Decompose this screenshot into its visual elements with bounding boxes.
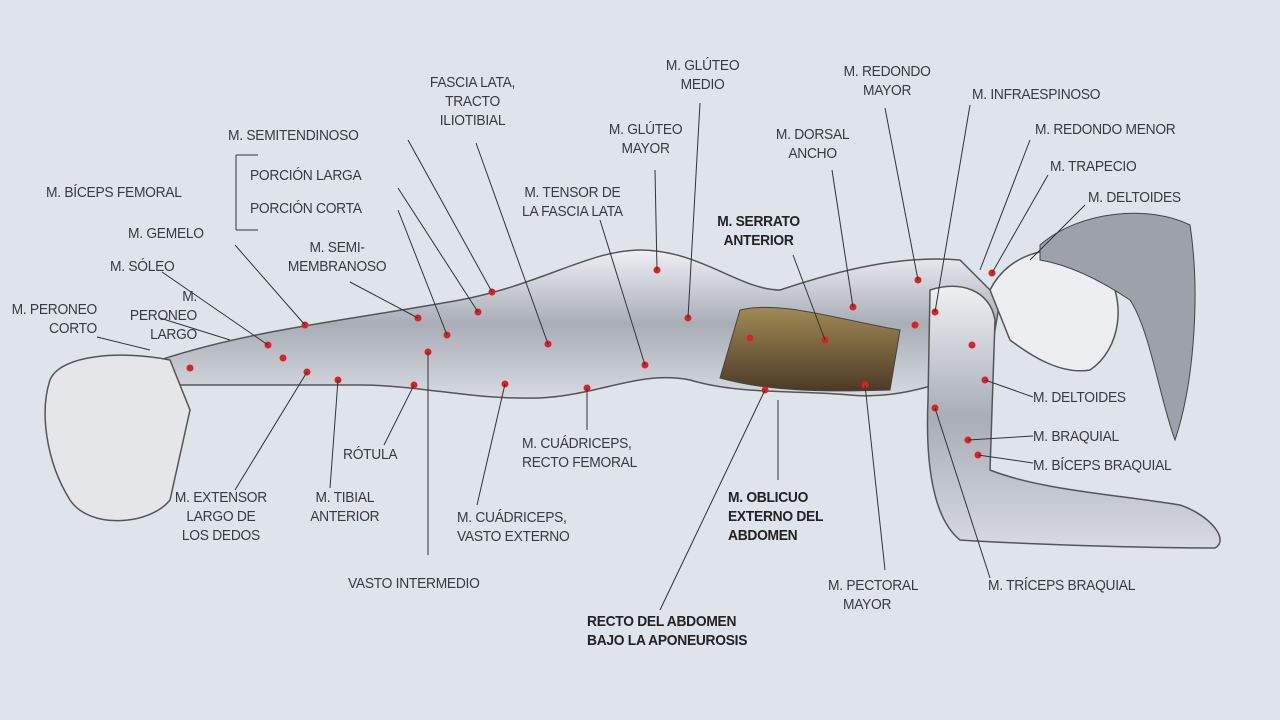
label-line: M. EXTENSOR	[174, 489, 267, 506]
label-line: MEMBRANOSO	[287, 258, 387, 275]
label-line: M. SEMI-	[309, 239, 365, 256]
label-line: ILIOTIBIAL	[439, 112, 506, 129]
label-line: ABDOMEN	[728, 527, 798, 544]
label-line: MEDIO	[680, 76, 725, 93]
label-line: M. REDONDO	[843, 63, 931, 80]
label-biceps-femoral: M. BÍCEPS FEMORAL	[46, 184, 182, 201]
label-redondo-mayor: M. REDONDO MAYOR	[825, 62, 949, 100]
label-line: M. CUÁDRICEPS,	[457, 509, 567, 526]
label-line: M. TENSOR DE	[524, 184, 621, 201]
label-line: CORTO	[49, 320, 97, 337]
label-line: ANTERIOR	[310, 508, 380, 525]
label-extensor-largo-dedos: M. EXTENSOR LARGO DE LOS DEDOS	[168, 488, 274, 545]
label-line: ANTERIOR	[723, 232, 794, 249]
label-line: M. PERONEO	[11, 301, 98, 318]
label-deltoides-side: M. DELTOIDES	[1033, 389, 1126, 406]
label-line: ANCHO	[788, 145, 837, 162]
label-line: M. TIBIAL	[315, 489, 375, 506]
label-deltoides-top: M. DELTOIDES	[1088, 189, 1181, 206]
label-cuadriceps-recto-femoral: M. CUÁDRICEPS, RECTO FEMORAL	[522, 434, 637, 472]
label-line: M. PECTORAL	[828, 577, 919, 594]
label-semimembranoso: M. SEMI- MEMBRANOSO	[275, 238, 399, 276]
label-line: LARGO	[150, 326, 197, 343]
label-tensor-fascia-lata: M. TENSOR DE LA FASCIA LATA	[508, 183, 637, 221]
label-line: M. CUÁDRICEPS,	[522, 435, 632, 452]
label-line: RECTO FEMORAL	[522, 454, 638, 471]
label-line: TRACTO	[445, 93, 500, 110]
abdomen	[719, 306, 901, 392]
label-line: EXTERNO DEL	[728, 508, 824, 525]
label-dorsal-ancho: M. DORSAL ANCHO	[762, 125, 863, 163]
label-rotula: RÓTULA	[343, 446, 398, 463]
label-line: MAYOR	[842, 596, 892, 613]
label-porcion-larga: PORCIÓN LARGA	[250, 167, 362, 184]
label-infraespinoso: M. INFRAESPINOSO	[972, 86, 1101, 103]
label-line: LARGO DE	[186, 508, 256, 525]
label-line: LA FASCIA LATA	[522, 203, 623, 220]
label-fascia-lata: FASCIA LATA, TRACTO ILIOTIBIAL	[415, 73, 530, 130]
head	[989, 249, 1119, 372]
label-line: M. SERRATO	[717, 213, 800, 230]
label-line: MAYOR	[862, 82, 912, 99]
label-redondo-menor: M. REDONDO MENOR	[1035, 121, 1176, 138]
hair	[1039, 212, 1196, 442]
label-pectoral-mayor: M. PECTORAL MAYOR	[828, 576, 919, 614]
label-soleo: M. SÓLEO	[110, 258, 175, 275]
label-porcion-corta: PORCIÓN CORTA	[250, 200, 362, 217]
label-line: VASTO EXTERNO	[457, 528, 570, 545]
label-line: MAYOR	[621, 140, 670, 157]
label-peroneo-corto: M. PERONEO CORTO	[8, 300, 98, 338]
feet	[44, 354, 191, 522]
label-line: M.	[182, 288, 197, 305]
label-tibial-anterior: M. TIBIAL ANTERIOR	[308, 488, 382, 526]
arm	[926, 285, 1221, 549]
label-line: BAJO LA APONEUROSIS	[587, 632, 748, 649]
label-semitendinoso: M. SEMITENDINOSO	[228, 127, 359, 144]
label-vasto-intermedio: VASTO INTERMEDIO	[348, 575, 480, 592]
label-line: FASCIA LATA,	[429, 74, 516, 91]
leader-lines	[96, 102, 1086, 611]
label-trapecio: M. TRAPECIO	[1050, 158, 1137, 175]
label-serrato-anterior: M. SERRATO ANTERIOR	[708, 212, 809, 250]
label-line: M. GLÚTEO	[608, 121, 683, 138]
label-gluteo-mayor: M. GLÚTEO MAYOR	[595, 120, 696, 158]
label-gemelo: M. GEMELO	[128, 225, 204, 242]
label-oblicuo-externo: M. OBLICUO EXTERNO DEL ABDOMEN	[728, 488, 823, 545]
label-biceps-braquial: M. BÍCEPS BRAQUIAL	[1033, 457, 1172, 474]
label-line: PERONEO	[129, 307, 197, 324]
label-line: LOS DEDOS	[181, 527, 260, 544]
label-peroneo-largo: M. PERONEO LARGO	[108, 287, 197, 344]
label-line: M. OBLICUO	[728, 489, 809, 506]
label-line: M. DORSAL	[775, 126, 850, 143]
label-recto-abdomen: RECTO DEL ABDOMEN BAJO LA APONEUROSIS	[587, 612, 747, 650]
label-line: RECTO DEL ABDOMEN	[587, 613, 737, 630]
label-braquial: M. BRAQUIAL	[1033, 428, 1119, 445]
label-line: M. GLÚTEO	[665, 57, 740, 74]
label-gluteo-medio: M. GLÚTEO MEDIO	[652, 56, 753, 94]
label-triceps-braquial: M. TRÍCEPS BRAQUIAL	[988, 577, 1136, 594]
label-cuadriceps-vasto-externo: M. CUÁDRICEPS, VASTO EXTERNO	[457, 508, 570, 546]
